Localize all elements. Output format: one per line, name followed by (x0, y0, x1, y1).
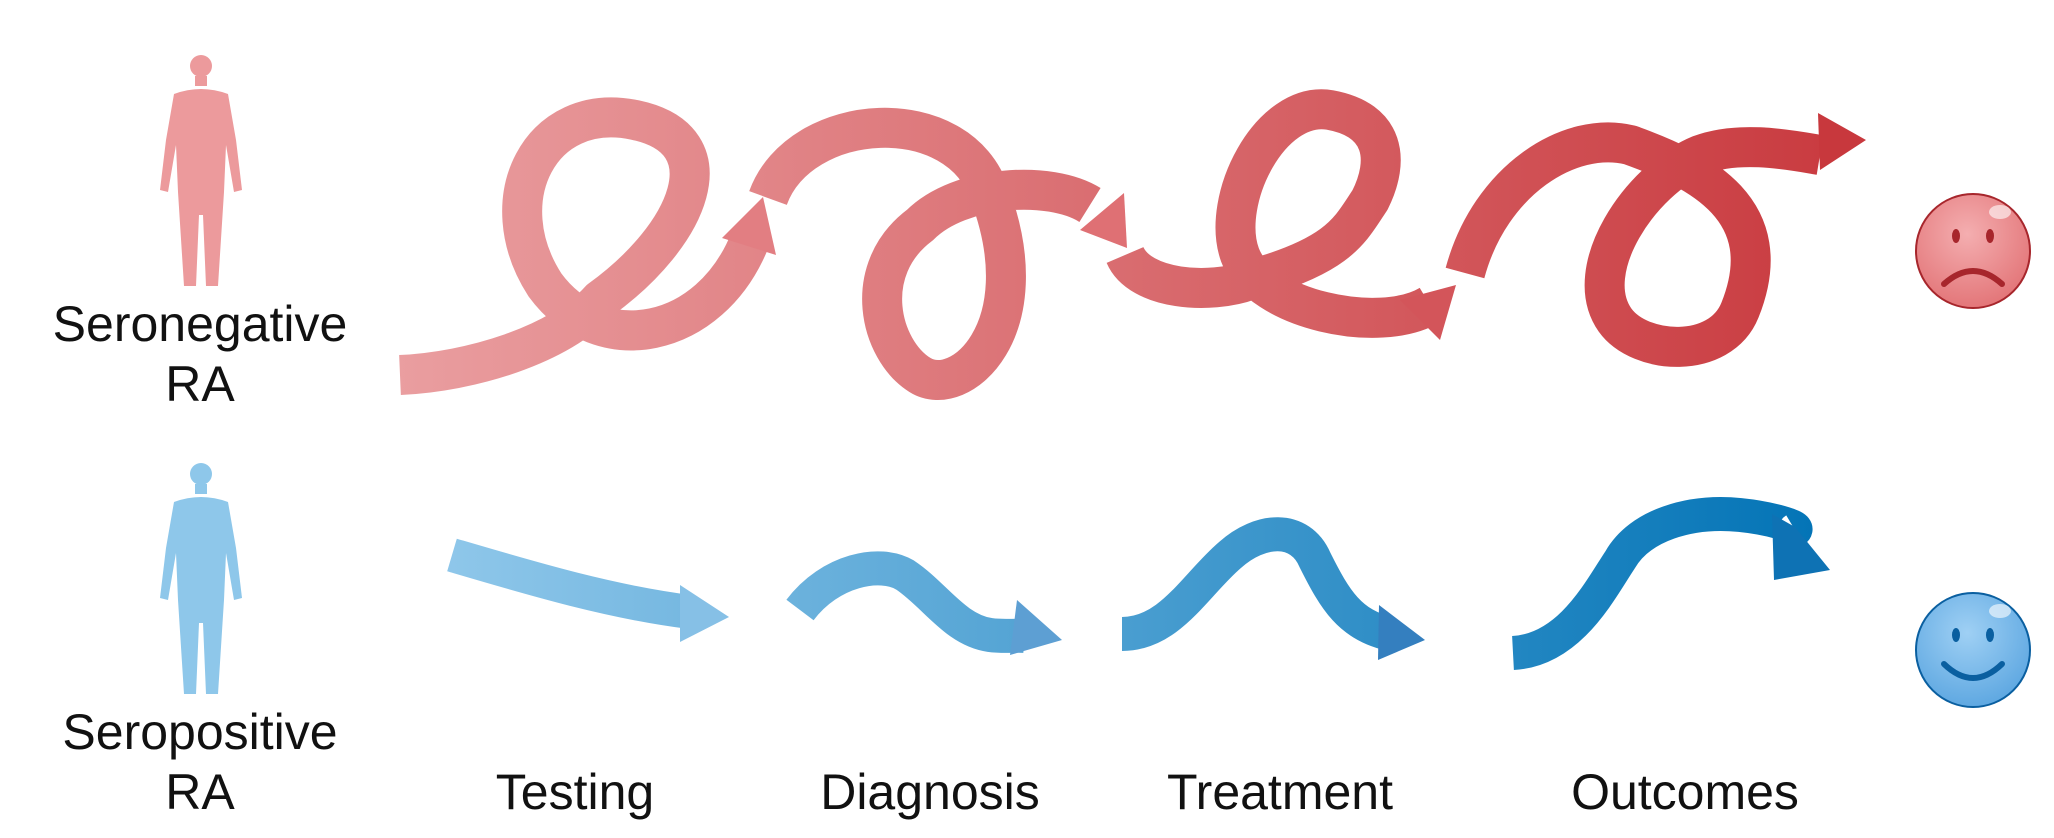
stage-label-treatment: Treatment (1166, 764, 1393, 820)
segment-outcomes-positive (1510, 497, 1813, 670)
segment-diagnosis-negative (749, 107, 1101, 400)
arrowhead-diagnosis-positive (1010, 600, 1062, 655)
person-silhouette-icon-seropositive (160, 463, 242, 694)
group-label-seropositive-line1: Seropositive (62, 704, 338, 760)
segment-testing-negative (398, 97, 769, 395)
segment-treatment-positive (1120, 517, 1395, 651)
segment-outcomes-negative (1445, 122, 1824, 367)
group-label-seronegative-line2: RA (165, 356, 235, 412)
seropositive-arrowheads (680, 514, 1830, 660)
sad-face-icon (1915, 193, 2031, 309)
seropositive-smooth-path (447, 497, 1813, 670)
stage-label-diagnosis: Diagnosis (820, 764, 1040, 820)
arrowhead-treatment-positive (1378, 605, 1425, 660)
segment-treatment-negative (1106, 89, 1441, 338)
group-label-seronegative-line1: Seronegative (52, 296, 348, 352)
group-label-seronegative: Seronegative RA (40, 294, 360, 414)
segment-testing-positive (447, 538, 693, 629)
segment-diagnosis-positive (786, 551, 1027, 653)
person-silhouette-icon-seronegative (160, 55, 242, 286)
arrowhead-testing-positive (680, 585, 729, 642)
arrowhead-outcomes-positive (1772, 514, 1830, 580)
group-label-seropositive: Seropositive RA (40, 702, 360, 822)
group-label-seropositive-line2: RA (165, 764, 235, 820)
stage-label-outcomes: Outcomes (1571, 764, 1799, 820)
stage-label-testing: Testing (495, 764, 655, 820)
happy-face-icon (1915, 592, 2031, 708)
arrowhead-treatment-negative (1400, 285, 1456, 340)
arrowhead-diagnosis-negative (1080, 193, 1127, 248)
seronegative-tangled-path (398, 89, 1824, 400)
arrowhead-testing-negative (722, 197, 776, 255)
arrowhead-outcomes-negative (1818, 113, 1866, 170)
seronegative-arrowheads (722, 113, 1866, 340)
